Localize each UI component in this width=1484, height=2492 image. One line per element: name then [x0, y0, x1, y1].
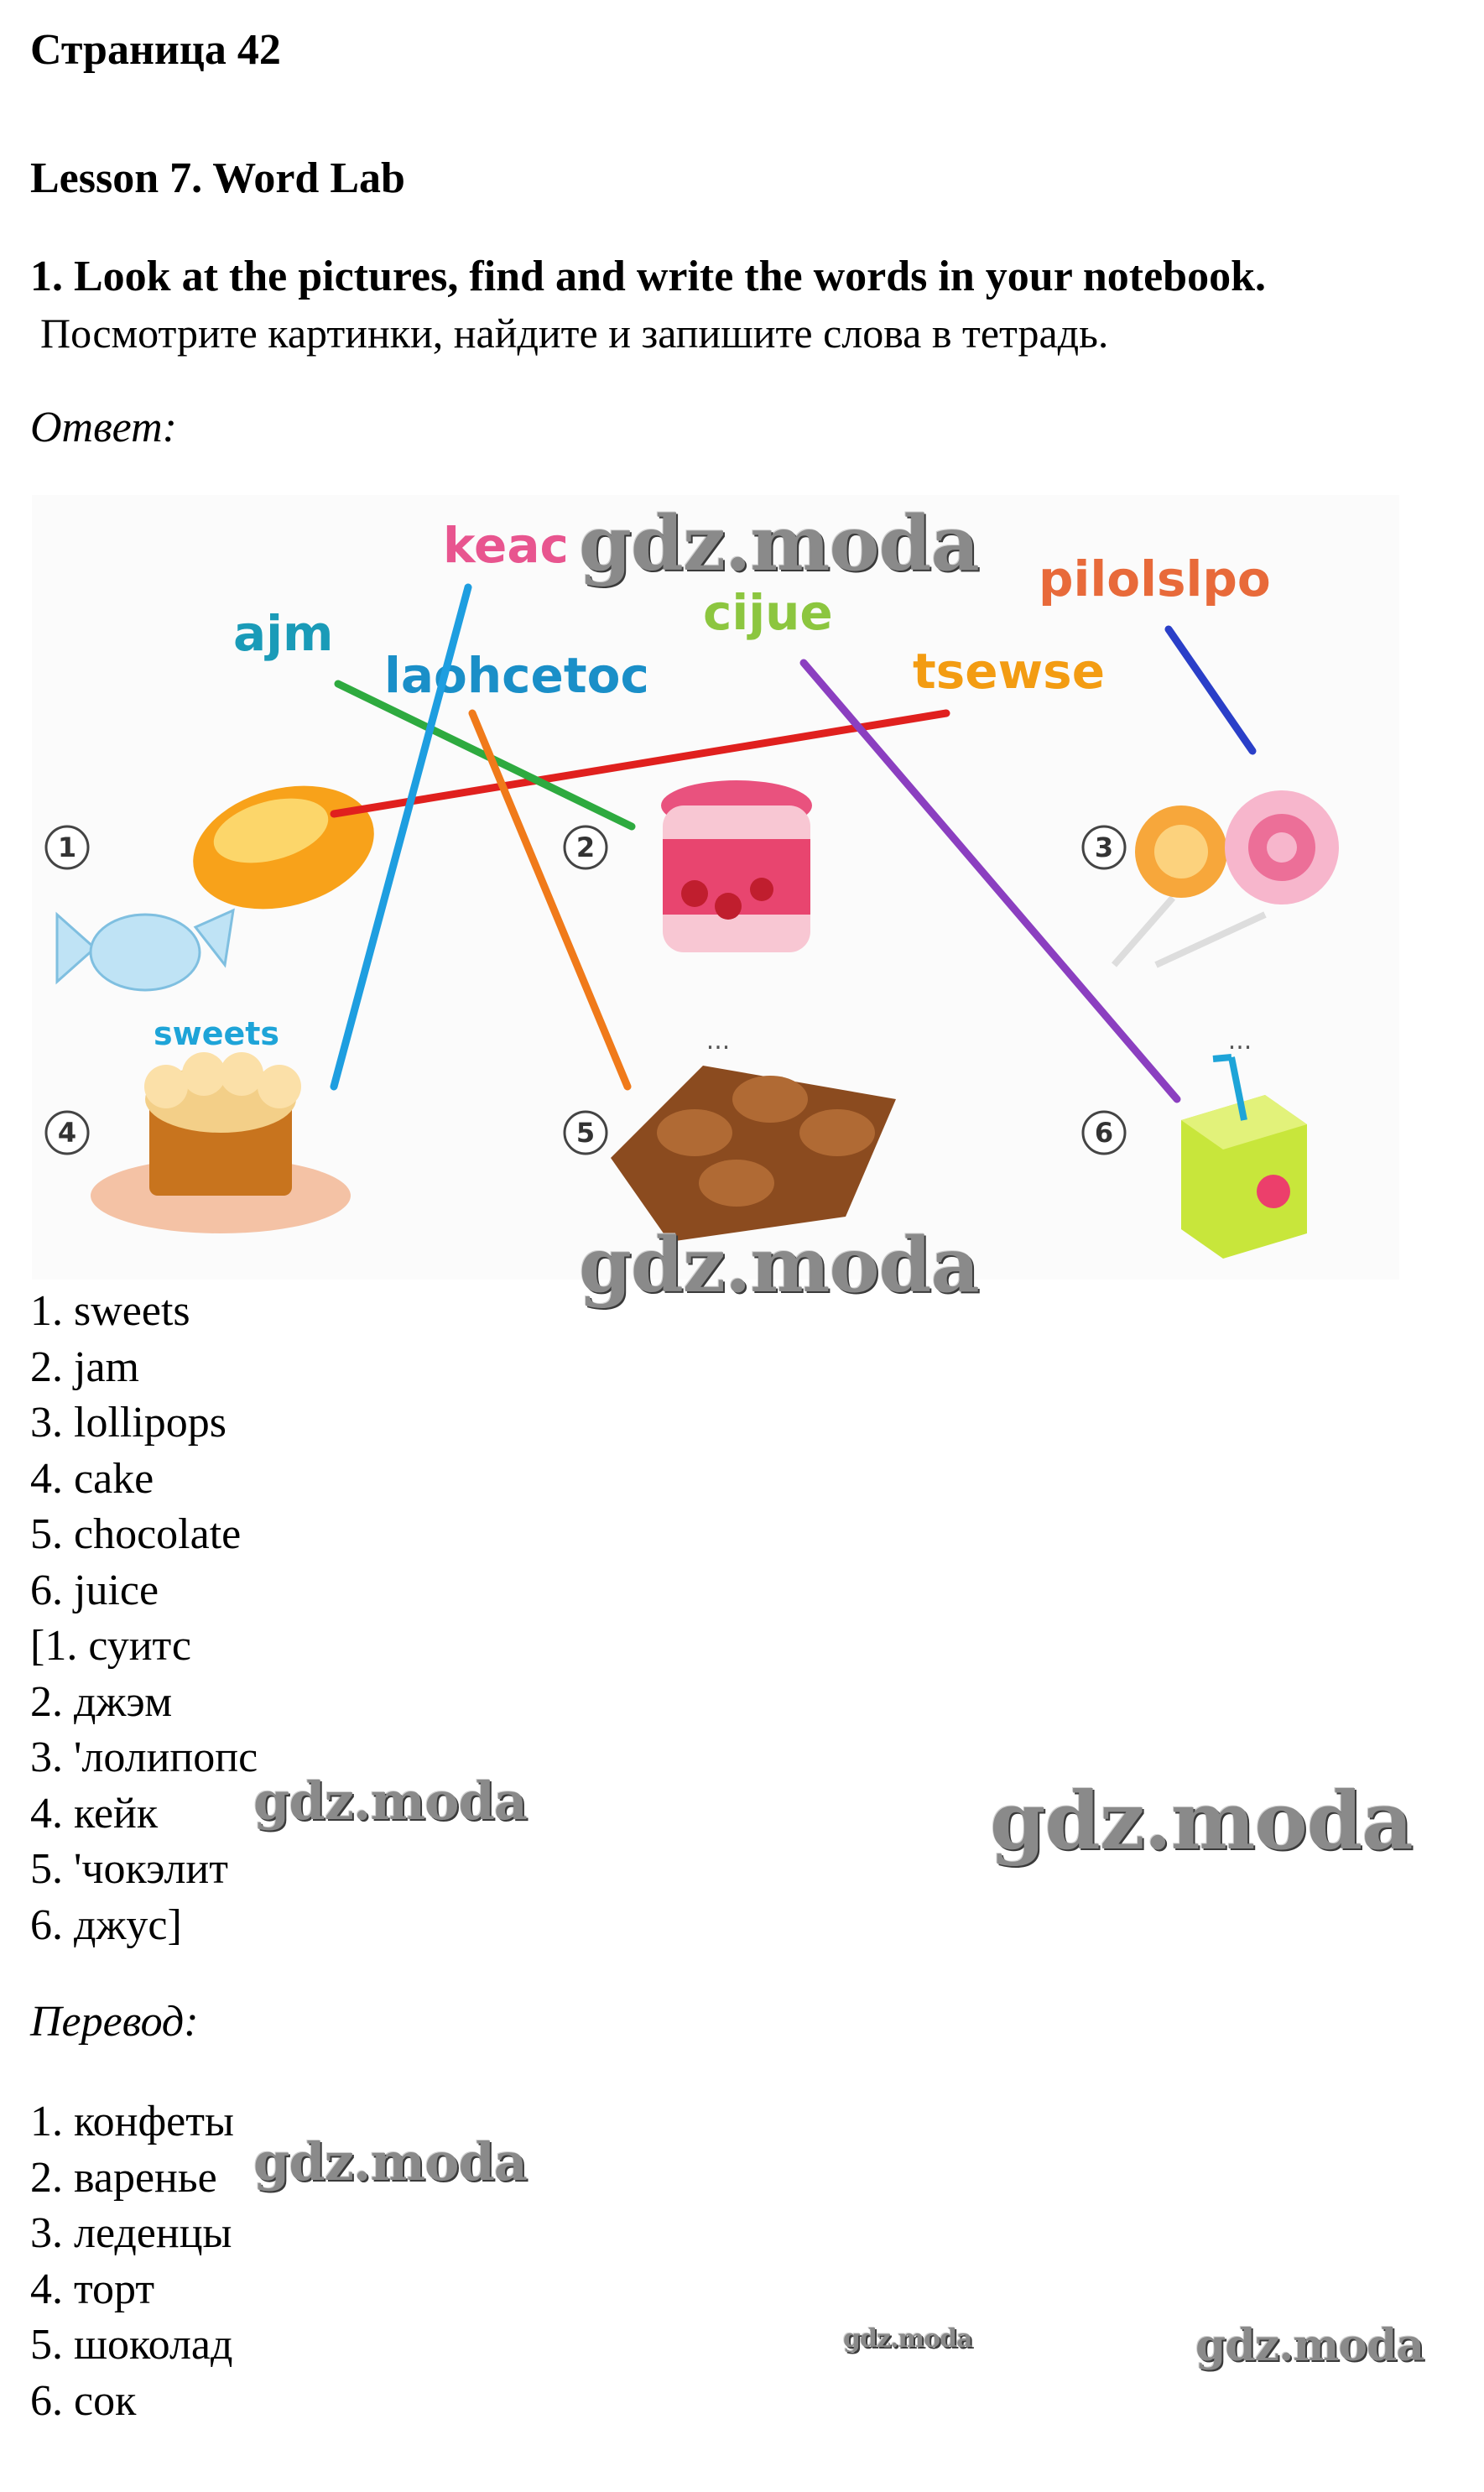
- picture-number-1: 1: [44, 825, 90, 870]
- list-item: 3. леденцы: [30, 2209, 232, 2258]
- list-item: 6. джус]: [30, 1900, 182, 1949]
- list-item: 3. 'лолипопс: [30, 1733, 258, 1782]
- chocolate-picture: [611, 1066, 896, 1242]
- list-item: 6. сок: [30, 2376, 137, 2425]
- placeholder-dots-6: ...: [1228, 1026, 1252, 1056]
- answer-label: Ответ:: [30, 404, 177, 451]
- juice-picture: [1181, 1054, 1307, 1259]
- list-item: 2. джэм: [30, 1677, 173, 1726]
- match-line-purple: [799, 659, 1181, 1103]
- watermark: gdz.moda: [579, 1221, 980, 1310]
- watermark: gdz.moda: [990, 1775, 1414, 1868]
- match-line-blue: [330, 583, 472, 1091]
- picture-number-6: 6: [1081, 1110, 1127, 1155]
- match-line-orange: [468, 709, 632, 1091]
- picture-number-4: 4: [44, 1110, 90, 1155]
- lollipops-picture: [1111, 790, 1339, 968]
- svg-text:1: 1: [58, 832, 76, 863]
- svg-text:5: 5: [576, 1117, 595, 1149]
- list-item: 3. lollipops: [30, 1399, 227, 1447]
- task-instruction-ru: Посмотрите картинки, найдите и запишите …: [40, 310, 1109, 357]
- watermark: gdz.moda: [253, 1770, 528, 1832]
- match-line-navy: [1164, 625, 1257, 755]
- cake-picture: [91, 1052, 351, 1233]
- sweets-picture: [55, 785, 374, 992]
- list-item: 5. шоколад: [30, 2321, 233, 2369]
- scrambled-word-cijue: cijue: [703, 584, 833, 641]
- svg-text:2: 2: [576, 832, 595, 863]
- scrambled-word-pilolslpo: pilolslpo: [1039, 550, 1271, 607]
- scrambled-word-laohcetoc: laohcetoc: [384, 647, 649, 704]
- scrambled-word-tsewse: tsewse: [913, 643, 1105, 700]
- list-item: 6. juice: [30, 1566, 159, 1614]
- match-line-red: [330, 709, 950, 818]
- jam-picture: [661, 780, 812, 952]
- list-item: 1. sweets: [30, 1287, 190, 1335]
- answers-en-list: 1. sweets 2. jam 3. lollipops 4. cake 5.…: [30, 1284, 241, 1619]
- list-item: 2. варенье: [30, 2153, 217, 2202]
- placeholder-dots-5: ...: [706, 1026, 731, 1056]
- list-item: 5. chocolate: [30, 1510, 242, 1559]
- page-title: Страница 42: [30, 26, 281, 74]
- watermark: gdz.moda: [843, 2324, 973, 2354]
- list-item: 2. jam: [30, 1342, 139, 1391]
- picture-number-3: 3: [1081, 825, 1127, 870]
- task-instruction-en: 1. Look at the pictures, find and write …: [30, 253, 1266, 300]
- picture-number-2: 2: [563, 825, 608, 870]
- svg-text:3: 3: [1095, 832, 1113, 863]
- picture-number-5: 5: [563, 1110, 608, 1155]
- word-lab-illustration: keac ajm laohcetoc cijue tsewse pilolslp…: [32, 495, 1399, 1280]
- answers-transcription-list: [1. суитс 2. джэм 3. 'лолипопс 4. кейк 5…: [30, 1619, 258, 1954]
- list-item: 4. кейк: [30, 1789, 159, 1838]
- list-item: [1. суитс: [30, 1622, 191, 1670]
- svg-text:4: 4: [58, 1117, 76, 1149]
- answers-ru-list: 1. конфеты 2. варенье 3. леденцы 4. торт…: [30, 2094, 234, 2430]
- list-item: 5. 'чокэлит: [30, 1845, 228, 1894]
- watermark: gdz.moda: [579, 499, 980, 588]
- example-word-sweets: sweets: [154, 1015, 279, 1052]
- svg-text:6: 6: [1095, 1117, 1113, 1149]
- list-item: 4. cake: [30, 1454, 154, 1503]
- match-line-green: [334, 680, 636, 831]
- list-item: 1. конфеты: [30, 2098, 234, 2145]
- scrambled-word-ajm: ajm: [233, 605, 333, 662]
- watermark: gdz.moda: [1195, 2320, 1424, 2371]
- list-item: 4. торт: [30, 2265, 155, 2313]
- scrambled-word-keac: keac: [443, 517, 569, 574]
- lesson-title: Lesson 7. Word Lab: [30, 154, 405, 202]
- watermark: gdz.moda: [253, 2131, 528, 2192]
- translation-label: Перевод:: [30, 1998, 199, 2046]
